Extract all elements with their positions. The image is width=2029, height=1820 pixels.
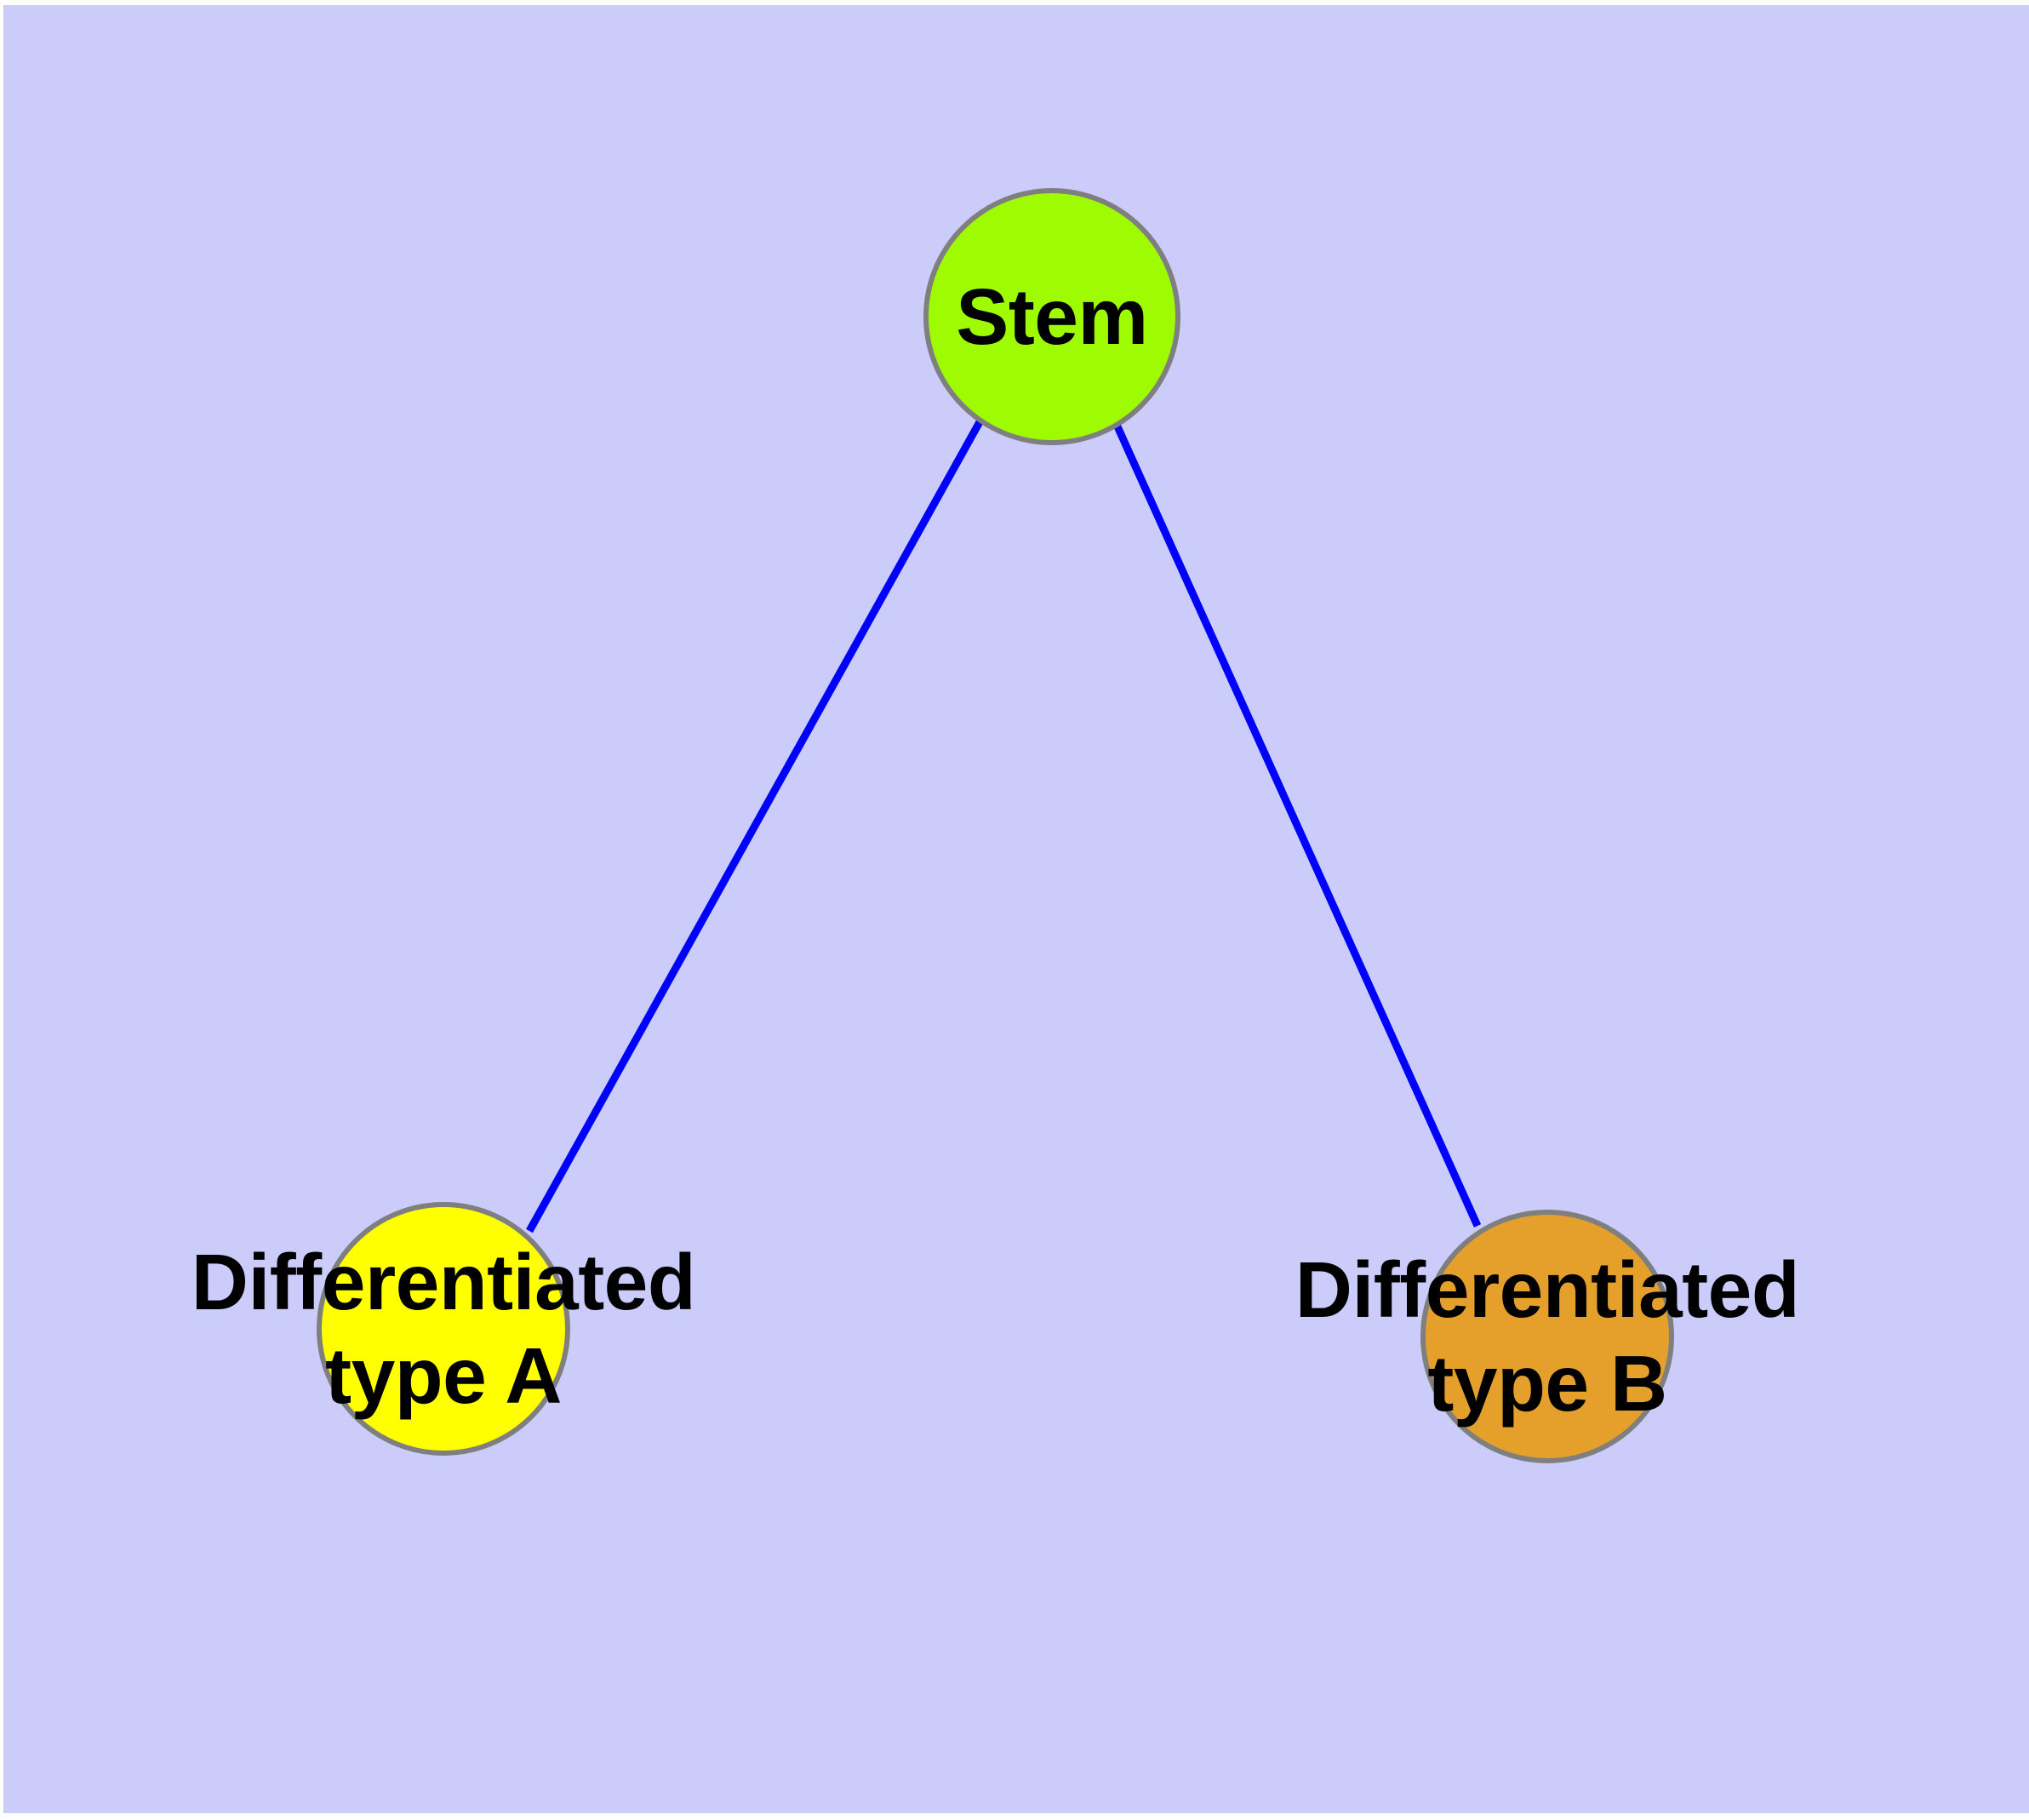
- nodes-layer: [317, 188, 1674, 1463]
- node-circle-diff-a[interactable]: [317, 1202, 570, 1456]
- node-circle-stem[interactable]: [923, 188, 1180, 445]
- node-circle-diff-b[interactable]: [1420, 1210, 1674, 1463]
- edge-stem-diff-a[interactable]: [526, 418, 984, 1233]
- edge-stem-diff-b[interactable]: [1109, 415, 1482, 1228]
- edges-layer: [526, 415, 1482, 1233]
